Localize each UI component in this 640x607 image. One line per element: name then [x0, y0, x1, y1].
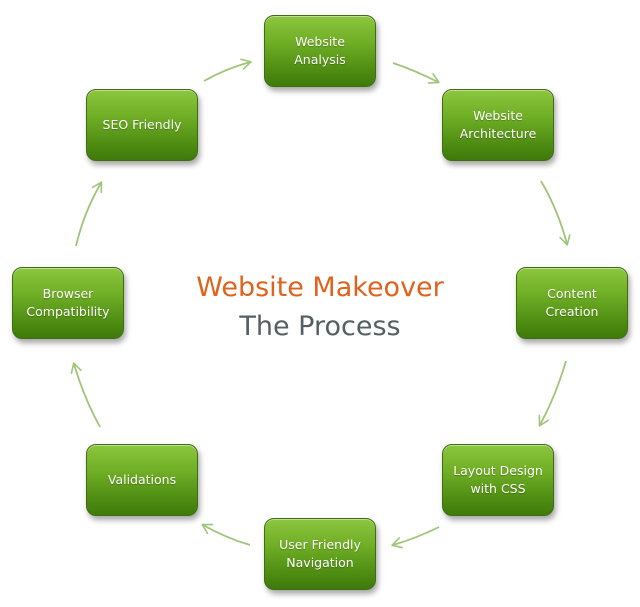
diagram-title: Website Makeover: [196, 272, 444, 303]
arrow-validations-to-browser: [70, 362, 101, 428]
diagram-subtitle: The Process: [239, 311, 401, 342]
step-browser-compatibility: Browser Compatibility: [12, 267, 124, 339]
arrow-navigation-to-validations: [201, 523, 251, 546]
arrow-content-to-layout: [538, 360, 567, 427]
step-website-analysis: Website Analysis: [264, 15, 376, 87]
step-website-architecture: Website Architecture: [442, 89, 554, 161]
arrow-seo-to-analysis: [203, 58, 252, 82]
step-validations: Validations: [86, 444, 198, 516]
step-layout-design: Layout Design with CSS: [442, 444, 554, 516]
arrow-architecture-to-content: [540, 180, 571, 246]
step-seo-friendly: SEO Friendly: [86, 89, 198, 161]
arrow-browser-to-seo: [75, 181, 103, 247]
step-content-creation: Content Creation: [516, 267, 628, 339]
arrow-layout-to-navigation: [391, 526, 440, 549]
step-user-friendly-navigation: User Friendly Navigation: [264, 518, 376, 590]
arrow-analysis-to-architecture: [392, 62, 440, 84]
